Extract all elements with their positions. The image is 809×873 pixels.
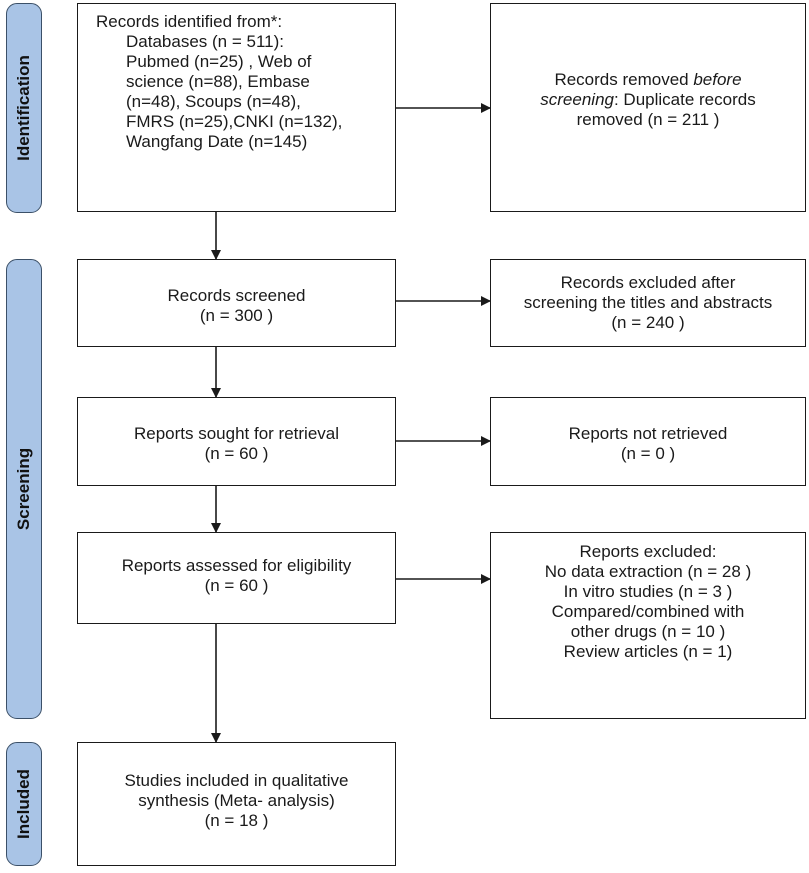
records-identified-line: FMRS (n=25),CNKI (n=132), [126, 112, 343, 131]
records-removed-text: : Duplicate records [613, 90, 756, 109]
records-screened-box: Records screened (n = 300 ) [77, 259, 396, 347]
reports-excluded-line: other drugs (n = 10 ) [570, 622, 726, 641]
phase-included: Included [6, 742, 42, 866]
reports-assessed-line: Reports assessed for eligibility [121, 556, 352, 575]
records-identified-line: science (n=88), Embase [126, 72, 310, 91]
records-identified-line: Databases (n = 511): [126, 32, 284, 51]
records-identified-line: Pubmed (n=25) , Web of [126, 52, 312, 71]
reports-not-retrieved-line: Reports not retrieved [568, 424, 728, 443]
studies-included-line: synthesis (Meta- analysis) [138, 791, 335, 810]
records-screened-line: (n = 300 ) [199, 306, 274, 325]
records-identified-box: Records identified from*: Databases (n =… [77, 3, 396, 212]
reports-not-retrieved-box: Reports not retrieved (n = 0 ) [490, 397, 806, 486]
reports-not-retrieved-line: (n = 0 ) [620, 444, 676, 463]
records-identified-line: Records identified from*: [96, 12, 283, 31]
records-removed-italic: before [693, 70, 742, 89]
records-excluded-line: (n = 240 ) [611, 313, 685, 332]
reports-excluded-line: No data extraction (n = 28 ) [544, 562, 752, 581]
records-identified-line: Wangfang Date (n=145) [126, 132, 308, 151]
records-excluded-line: Records excluded after [560, 273, 736, 292]
phase-screening: Screening [6, 259, 42, 719]
records-identified-line: (n=48), Scoups (n=48), [126, 92, 301, 111]
reports-excluded-line: In vitro studies (n = 3 ) [563, 582, 733, 601]
reports-assessed-line: (n = 60 ) [204, 576, 269, 595]
records-removed-italic: screening [540, 90, 614, 109]
records-excluded-box: Records excluded after screening the tit… [490, 259, 806, 347]
reports-excluded-line: Reports excluded: [579, 542, 717, 561]
studies-included-box: Studies included in qualitative synthesi… [77, 742, 396, 866]
reports-excluded-line: Review articles (n = 1) [563, 642, 733, 661]
records-removed-line-2: screening: Duplicate records [491, 90, 805, 110]
reports-excluded-box: Reports excluded: No data extraction (n … [490, 532, 806, 719]
reports-sought-box: Reports sought for retrieval (n = 60 ) [77, 397, 396, 486]
records-excluded-line: screening the titles and abstracts [523, 293, 773, 312]
phase-identification: Identification [6, 3, 42, 213]
records-removed-text: Records removed [554, 70, 694, 89]
studies-included-line: Studies included in qualitative [124, 771, 349, 790]
records-removed-line-3: removed (n = 211 ) [576, 110, 720, 129]
records-removed-box: Records removed before screening: Duplic… [490, 3, 806, 212]
reports-assessed-box: Reports assessed for eligibility (n = 60… [77, 532, 396, 624]
records-screened-line: Records screened [167, 286, 306, 305]
reports-excluded-line: Compared/combined with [551, 602, 745, 621]
studies-included-line: (n = 18 ) [204, 811, 269, 830]
reports-sought-line: (n = 60 ) [204, 444, 269, 463]
reports-sought-line: Reports sought for retrieval [133, 424, 340, 443]
records-removed-line-1: Records removed before [491, 70, 805, 90]
